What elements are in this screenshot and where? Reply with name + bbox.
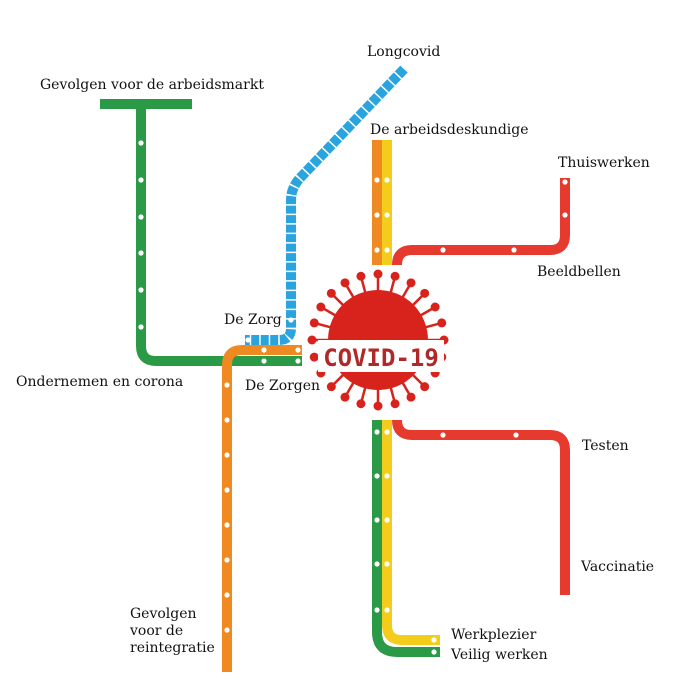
station-dot [138,250,144,256]
red-line-top [392,178,570,266]
station-dot [511,247,517,253]
green-line-bottom [372,420,440,657]
virus-spike-tip [356,271,366,281]
station-dot [295,347,301,353]
virus-spike-tip [420,288,430,298]
station-dot [513,432,519,438]
station-dot [440,432,446,438]
station-dot [384,212,390,218]
green-line-top [100,99,302,366]
virus-spike-tip [309,352,319,362]
station-dot [374,177,380,183]
covid-virus-icon: COVID-19 [307,269,449,411]
station-dot [224,627,230,633]
station-dot [374,429,380,435]
station-veilig-werken: Veilig werken [451,647,548,663]
virus-spike-tip [437,318,447,328]
station-dot [374,247,380,253]
station-longcovid: Longcovid [367,44,441,60]
virus-spike-tip [307,335,317,345]
red-line-bottom [392,419,570,595]
station-dot [224,487,230,493]
station-dot [374,517,380,523]
station-dot [224,522,230,528]
virus-spike-tip [340,278,350,288]
station-dot [288,317,294,323]
station-dot [374,607,380,613]
virus-spike-tip [390,399,400,409]
virus-spike-tip [356,399,366,409]
reintegratie-line-3: reintegratie [130,640,215,656]
virus-spike-tip [406,392,416,402]
station-dot [224,417,230,423]
station-dot [562,212,568,218]
station-vaccinatie: Vaccinatie [581,559,655,575]
covid-19-title: COVID-19 [323,344,439,372]
station-dot [431,637,437,643]
station-arbeidsdeskundige: De arbeidsdeskundige [370,122,529,138]
station-dot [138,214,144,220]
reintegratie-line-2: voor de [130,623,184,639]
station-dot [384,607,390,613]
station-dot [224,592,230,598]
station-dot [261,358,267,364]
station-dot [224,382,230,388]
virus-spike-tip [420,382,430,392]
virus-spike-tip [406,278,416,288]
station-arbeidsmarkt: Gevolgen voor de arbeidsmarkt [40,77,264,93]
station-dot [138,324,144,330]
station-dot [431,649,437,655]
station-de-zorgen: De Zorgen [245,378,321,394]
station-dot [374,212,380,218]
station-reintegratie: Gevolgen voor de reintegratie [130,606,215,657]
station-beeldbellen: Beeldbellen [537,264,621,280]
station-dot [224,557,230,563]
orange-line-left [222,345,302,672]
station-dot [261,347,267,353]
station-dot [374,473,380,479]
station-ondernemen: Ondernemen en corona [16,374,184,390]
station-testen: Testen [582,438,629,454]
station-dot [138,140,144,146]
station-werkplezier: Werkplezier [451,627,537,643]
reintegratie-line-1: Gevolgen [130,606,197,622]
virus-spike-tip [430,302,440,312]
station-dot [384,177,390,183]
station-de-zorg: De Zorg [224,312,282,328]
station-thuiswerken: Thuiswerken [558,155,650,171]
station-dot [384,561,390,567]
virus-spike-tip [373,269,383,279]
station-dot [384,473,390,479]
virus-spike-tip [390,271,400,281]
virus-spike-tip [373,401,383,411]
station-dot [384,247,390,253]
station-dot [384,517,390,523]
virus-spike-tip [326,288,336,298]
station-dot [384,429,390,435]
station-dot [138,177,144,183]
station-dot [245,337,251,343]
station-dot [138,287,144,293]
virus-spike-tip [309,318,319,328]
station-dot [562,179,568,185]
station-dot [374,561,380,567]
station-dot [224,452,230,458]
covid-banner [318,340,444,372]
blue-line [245,64,409,345]
station-dot [440,247,446,253]
virus-spike-tip [316,302,326,312]
yellow-line-bottom [382,420,440,645]
virus-spike-tip [340,392,350,402]
station-dot [295,358,301,364]
virus-spike-tip [326,382,336,392]
